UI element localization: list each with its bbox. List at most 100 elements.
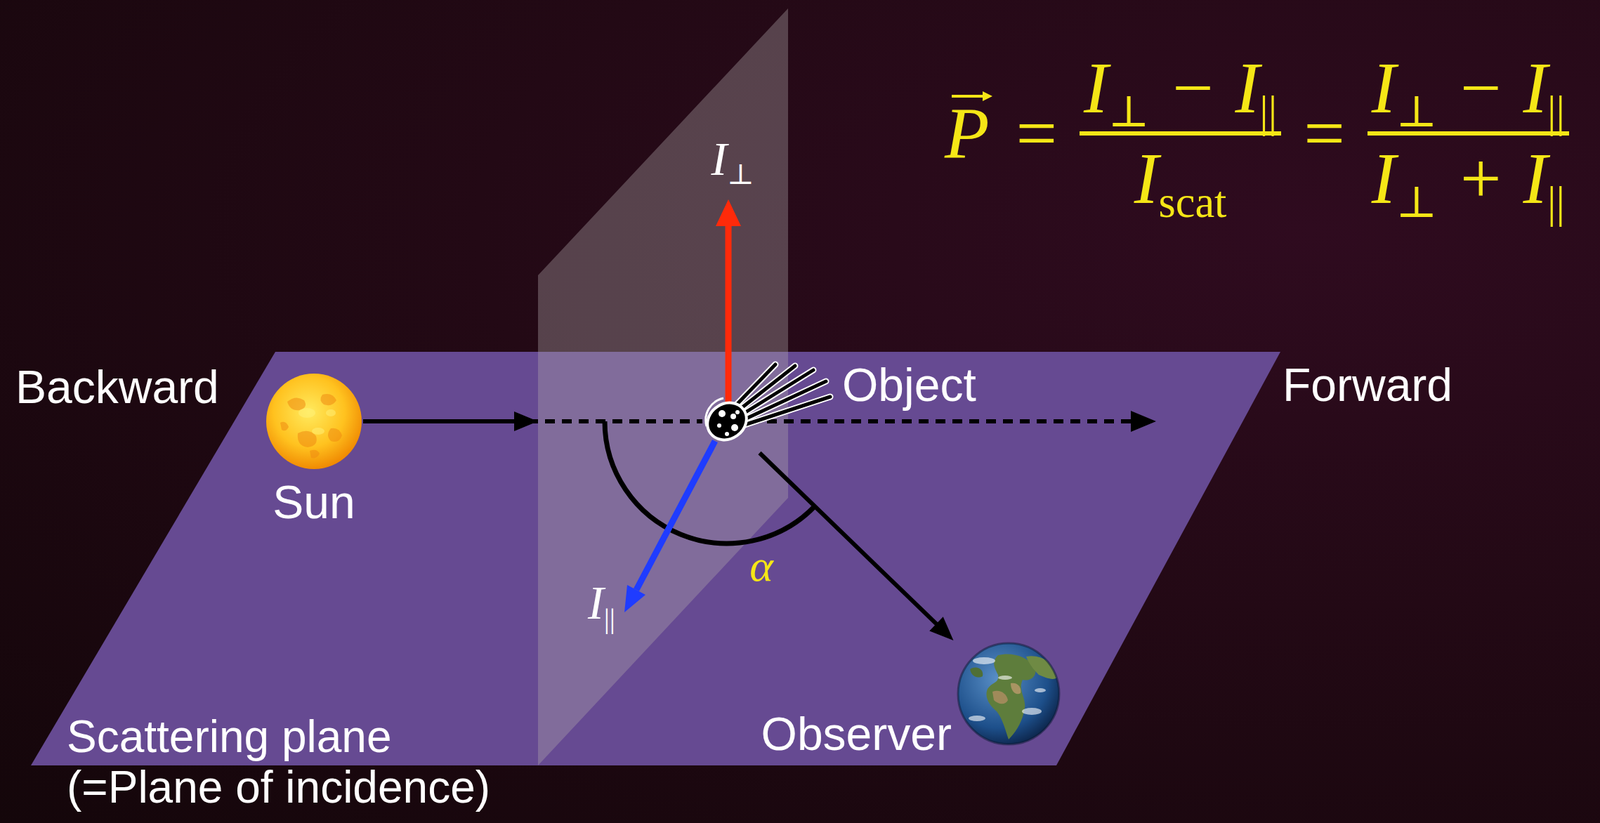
math-glyph: I [1235, 47, 1261, 128]
sun-spots [280, 394, 343, 458]
vector-symbol: P [940, 94, 994, 172]
perpendicular-vector [725, 223, 732, 404]
comet-nucleus [702, 395, 754, 448]
math-glyph: I [1522, 47, 1548, 128]
math-glyph: I [1083, 47, 1109, 128]
label-anchor: α [0, 0, 24, 45]
math-glyph: || [1547, 177, 1565, 227]
math-glyph: ⊥ [1396, 87, 1438, 136]
earth-land [969, 653, 1059, 740]
graphic-part [1034, 688, 1046, 693]
math-glyph: || [1259, 87, 1277, 136]
math-glyph [1217, 47, 1236, 128]
observer-node: Observer [755, 640, 1065, 766]
math-glyph: || [1547, 87, 1565, 136]
math-glyph [1504, 47, 1523, 128]
math-glyph: ⊥ [1396, 177, 1438, 227]
comet-tail-outline [733, 364, 831, 425]
plane-label: Scattering plane (=Plane of incidence) [66, 712, 545, 813]
math-glyph: I [587, 575, 605, 630]
graphic-part [998, 675, 1013, 680]
graphic-part [309, 450, 320, 459]
formula-term: I⊥ − I|| [1367, 49, 1570, 126]
graphic-part [1021, 707, 1042, 716]
plane-fill [30, 351, 1281, 766]
math-glyph: + [1455, 137, 1505, 219]
graphic-part [325, 409, 336, 417]
math-glyph [1437, 47, 1456, 128]
graphic-part [731, 424, 739, 432]
vector-label: I⊥ [710, 132, 754, 186]
formula-slot: = [1011, 94, 1062, 172]
polarization-formula: P = I⊥ − I|| Iscat = I⊥ − I|| I⊥ + I|| [940, 49, 1579, 217]
perpendicular-arrowhead [715, 199, 742, 227]
vector-label: I|| [587, 576, 616, 630]
formula-term: I⊥ + I|| [1367, 139, 1570, 217]
node-label: Observer [761, 707, 952, 762]
graphic-part [972, 657, 996, 665]
graphic-part [736, 365, 796, 413]
formula-slot: P [940, 94, 994, 172]
math-glyph: I [1134, 137, 1159, 219]
earth-limb [958, 643, 1060, 745]
parallel-vector [636, 441, 716, 590]
math-glyph: I [710, 132, 727, 186]
formula-term: Iscat [1130, 139, 1232, 217]
math-glyph: − [1167, 47, 1217, 128]
earth-clouds [968, 657, 1046, 722]
math-glyph: || [604, 602, 616, 635]
label-anchor: Forward [0, 0, 170, 54]
graphic-part [287, 397, 306, 411]
fraction: I⊥ − I|| I⊥ + I|| [1367, 49, 1570, 217]
graphic-part [280, 422, 289, 431]
graphic-part [730, 413, 737, 420]
direction-label: Forward [1282, 358, 1453, 413]
earth-ocean [958, 643, 1060, 745]
formula-slot: Iscat [1130, 139, 1232, 217]
comet-dots [717, 410, 740, 437]
graphic-part [969, 667, 983, 678]
comet-icon [702, 354, 836, 450]
graphic-part [735, 410, 740, 415]
formula-operator: = [1011, 94, 1062, 172]
earth-icon [955, 641, 1062, 747]
graphic-part [986, 653, 1036, 740]
formula-slot: I⊥ − I|| [1367, 49, 1570, 126]
graphic-part [717, 423, 722, 428]
math-glyph: I [1371, 137, 1397, 219]
graphic-part [320, 394, 337, 406]
formula-slot: I⊥ + I|| [1367, 139, 1570, 217]
sun-node: Sun [264, 372, 364, 536]
math-glyph: ⊥ [1108, 87, 1150, 136]
math-glyph: I [1371, 47, 1397, 128]
sun-icon [266, 373, 362, 470]
graphic-part [1010, 683, 1021, 695]
forward-direction-line [750, 419, 1134, 424]
math-glyph: P [944, 92, 990, 174]
formula-term: I⊥ − I|| [1079, 49, 1282, 126]
math-glyph [1437, 137, 1456, 219]
graphic-part [744, 396, 831, 425]
direction-label: Backward [15, 361, 220, 415]
graphic-part [968, 715, 986, 722]
comet-tail [733, 364, 831, 425]
object-node: Object [702, 354, 998, 454]
math-glyph [1149, 47, 1168, 128]
formula-slot: = [1299, 94, 1350, 172]
label-anchor: I|| [0, 0, 28, 53]
sun-highlights [298, 408, 336, 435]
label-anchor: Backward [0, 0, 204, 54]
graphic-part [298, 408, 316, 418]
formula-operator: = [1299, 94, 1350, 172]
math-glyph: ⊥ [726, 158, 754, 191]
label-anchor: I⊥ [0, 0, 43, 53]
graphic-part [328, 428, 343, 442]
node-label: Object [842, 358, 977, 413]
parallel-arrowhead [624, 585, 646, 613]
sun-disc [266, 373, 362, 470]
math-glyph: scat [1158, 177, 1227, 227]
node-label: Sun [272, 476, 355, 530]
math-glyph: I [1522, 137, 1548, 219]
